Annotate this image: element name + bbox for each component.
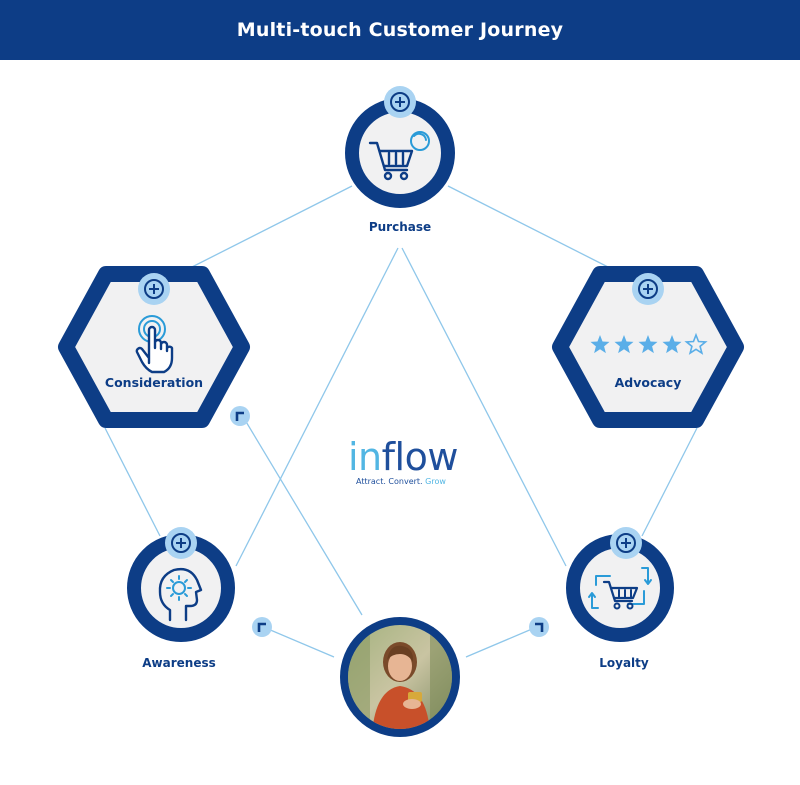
node-consideration: Consideration <box>66 273 242 420</box>
arrow-marker-awareness <box>252 617 272 637</box>
node-label-advocacy: Advocacy <box>615 375 682 390</box>
logo-tagline: Attract. Convert. Grow <box>356 477 446 486</box>
line-purchase-advocacy <box>448 186 610 268</box>
line-purchase-loyalty <box>402 248 566 566</box>
expand-button-purchase[interactable] <box>384 86 416 118</box>
expand-button-advocacy[interactable] <box>632 273 664 305</box>
line-awareness-customer <box>268 629 334 657</box>
node-label-loyalty: Loyalty <box>599 656 649 670</box>
line-advocacy-loyalty <box>642 428 697 536</box>
svg-text:inflow: inflow <box>348 435 458 479</box>
logo-word-in: in <box>348 435 382 479</box>
line-loyalty-customer <box>466 629 532 657</box>
expand-button-consideration[interactable] <box>138 273 170 305</box>
logo-word-flow: flow <box>382 435 458 479</box>
node-customer <box>340 617 460 740</box>
line-consideration-awareness <box>105 428 160 536</box>
line-purchase-consideration <box>190 186 352 268</box>
expand-button-awareness[interactable] <box>165 527 197 559</box>
node-advocacy: Advocacy <box>560 273 736 420</box>
line-consideration-customer <box>245 420 362 615</box>
expand-button-loyalty[interactable] <box>610 527 642 559</box>
node-loyalty: Loyalty <box>573 527 667 670</box>
line-awareness-purchase <box>236 248 398 566</box>
arrow-marker-consideration <box>230 406 250 426</box>
arrow-marker-loyalty <box>529 617 549 637</box>
inflow-logo: inflow Attract. Convert. Grow <box>348 435 458 486</box>
node-label-purchase: Purchase <box>369 220 431 234</box>
node-label-awareness: Awareness <box>142 656 216 670</box>
node-purchase: Purchase <box>352 86 448 234</box>
node-awareness: Awareness <box>134 527 228 670</box>
node-label-consideration: Consideration <box>105 375 203 390</box>
